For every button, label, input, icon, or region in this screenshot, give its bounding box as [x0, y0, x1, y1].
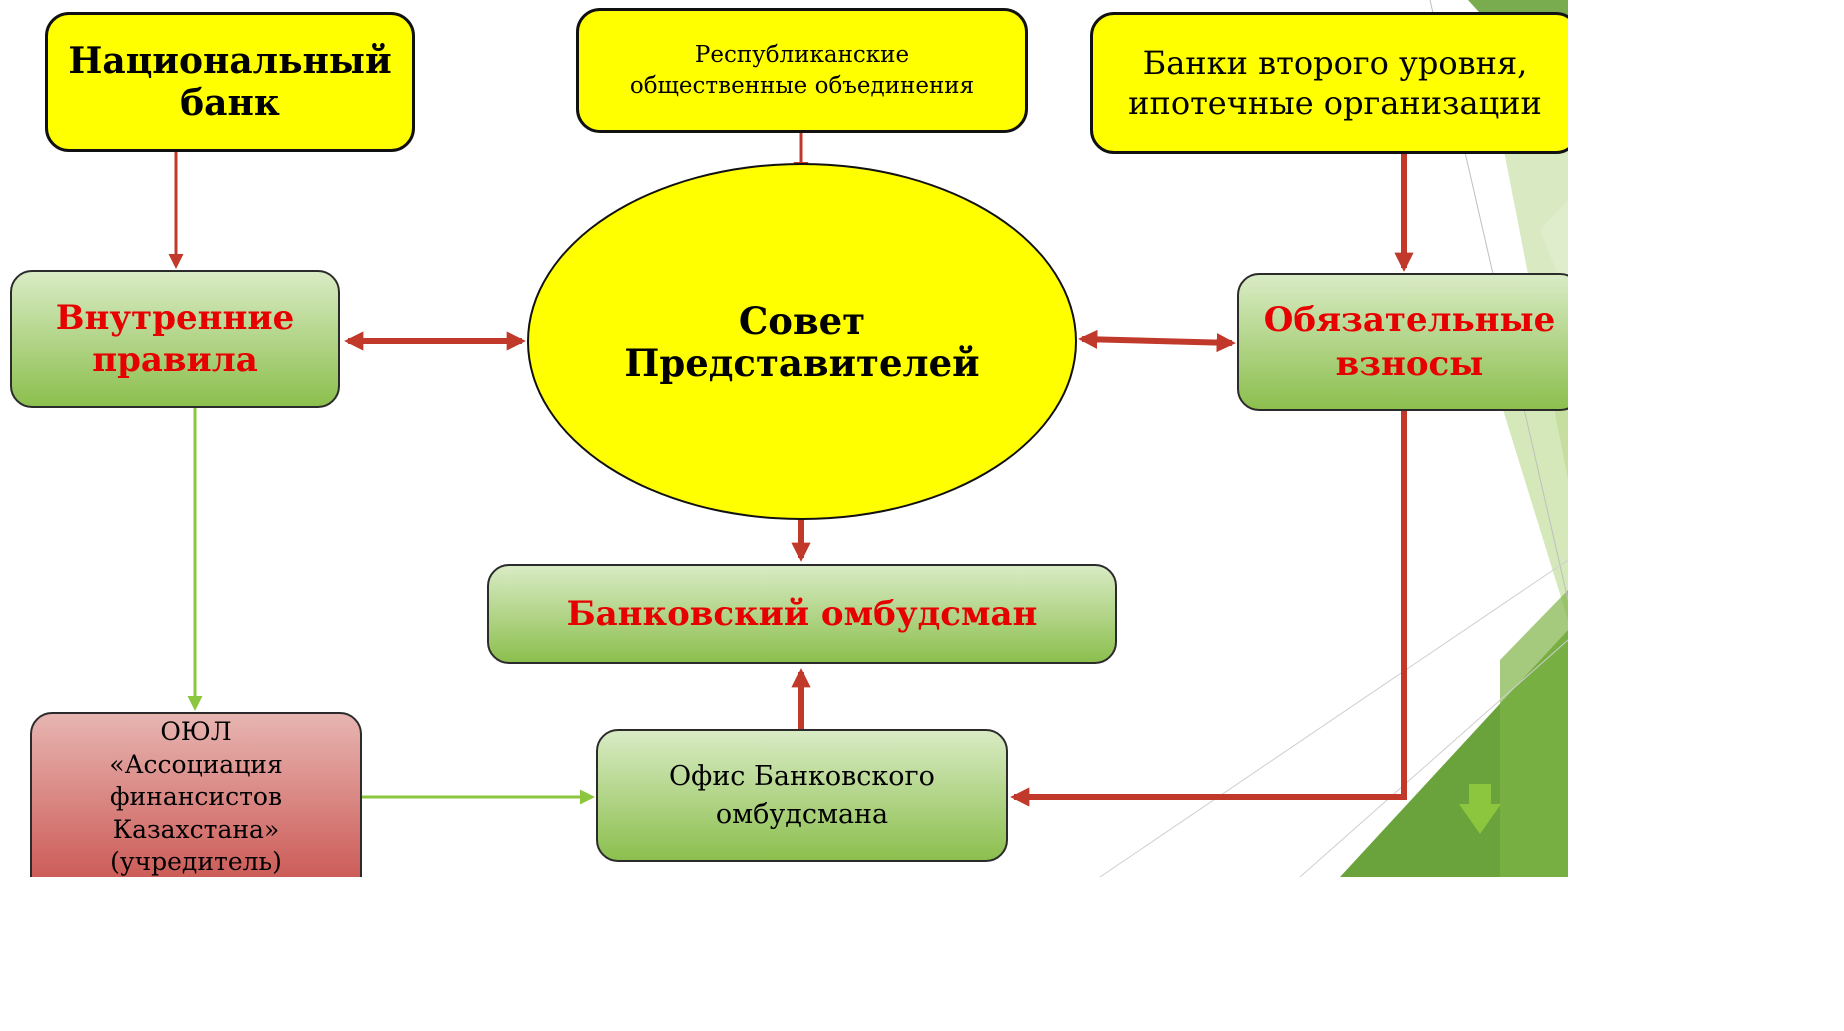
second-tier-banks-line1: Банки второго уровня,	[1142, 44, 1528, 82]
national-bank-box: Национальный банк	[45, 12, 415, 152]
public-associations-box: Республиканские общественные объединения	[576, 8, 1028, 133]
internal-rules-box: Внутренние правила	[10, 270, 340, 408]
association-line3: финансистов	[109, 782, 283, 811]
association-line1: ОЮЛ	[160, 717, 232, 746]
arrow-council-fees	[1078, 329, 1236, 353]
internal-rules-line2: правила	[92, 340, 258, 380]
down-arrow-icon	[1459, 784, 1501, 834]
association-box: ОЮЛ «Ассоциация финансистов Казахстана» …	[30, 712, 362, 877]
association-line2: «Ассоциация	[109, 749, 283, 779]
mandatory-fees-line2: взносы	[1335, 344, 1484, 384]
internal-rules-line1: Внутренние	[55, 298, 295, 338]
council-line1: Совет	[738, 298, 866, 343]
second-tier-banks-line2: ипотечные организации	[1128, 84, 1542, 122]
mandatory-fees-line1: Обязательные	[1263, 300, 1556, 340]
mandatory-fees-box: Обязательные взносы	[1237, 273, 1568, 411]
public-associations-line1: Республиканские	[694, 41, 910, 68]
public-associations-line2: общественные объединения	[629, 72, 975, 99]
national-bank-line1: Национальный	[68, 40, 392, 82]
council-ellipse: Совет Представителей	[527, 163, 1077, 520]
council-line2: Представителей	[624, 340, 980, 385]
ombudsman-label: Банковский омбудсман	[566, 594, 1038, 634]
arrow-fees-to-office	[1010, 410, 1407, 807]
diagram-canvas: Национальный банк Республиканские общест…	[10, 0, 1568, 877]
ombudsman-office-line1: Офис Банковского	[669, 760, 935, 792]
ombudsman-office-line2: омбудсмана	[715, 798, 889, 830]
national-bank-line2: банк	[180, 82, 280, 124]
second-tier-banks-box: Банки второго уровня, ипотечные организа…	[1090, 12, 1568, 154]
ombudsman-box: Банковский омбудсман	[487, 564, 1117, 664]
association-line5: (учредитель)	[110, 847, 282, 876]
ombudsman-office-box: Офис Банковского омбудсмана	[596, 729, 1008, 862]
association-line4: Казахстана»	[112, 814, 280, 844]
